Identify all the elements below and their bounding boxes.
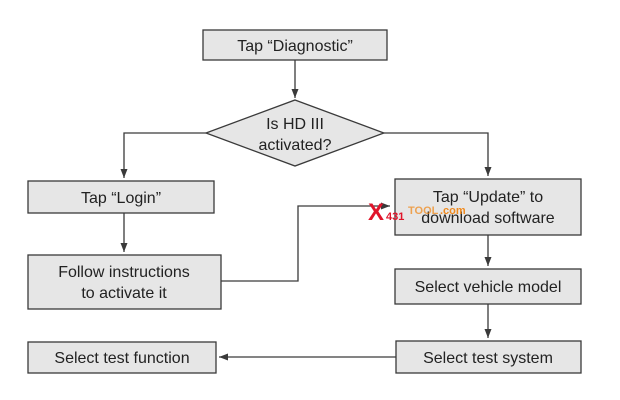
node-tap-login: Tap “Login” [27, 180, 215, 214]
node-tap-diagnostic-label: Tap “Diagnostic” [237, 38, 353, 55]
node-select-vehicle-model-label: Select vehicle model [415, 279, 562, 296]
node-decision: Is HD III activated? [204, 99, 386, 167]
connectors [120, 60, 492, 361]
node-tap-update-line2: download software [421, 210, 555, 227]
node-tap-update: Tap “Update” to download software [394, 178, 582, 236]
node-select-vehicle-model: Select vehicle model [394, 268, 582, 305]
arrow-follow-to-update [221, 202, 390, 282]
arrow-decision-to-update [384, 132, 492, 176]
watermark-word: TOOL [408, 205, 439, 217]
node-select-test-system-label: Select test system [423, 350, 553, 367]
watermark-suffix: .com [440, 205, 466, 217]
node-select-test-function-label: Select test function [54, 350, 189, 367]
node-select-test-system: Select test system [395, 340, 582, 374]
node-tap-diagnostic: Tap “Diagnostic” [202, 29, 388, 61]
node-tap-update-line1: Tap “Update” to [433, 189, 543, 206]
arrow-decision-to-login [120, 132, 206, 178]
node-select-test-function: Select test function [27, 341, 217, 374]
node-follow-instructions-line2: to activate it [81, 285, 167, 302]
node-decision-line2: activated? [259, 137, 332, 154]
node-decision-line1: Is HD III [266, 116, 324, 133]
watermark-digits: 431 [386, 211, 404, 223]
node-follow-instructions: Follow instructions to activate it [27, 254, 222, 310]
node-follow-instructions-line1: Follow instructions [58, 264, 190, 281]
watermark-x: X [368, 199, 384, 226]
watermark-logo: X 431 TOOL .com [368, 199, 466, 226]
node-tap-login-label: Tap “Login” [81, 190, 161, 207]
